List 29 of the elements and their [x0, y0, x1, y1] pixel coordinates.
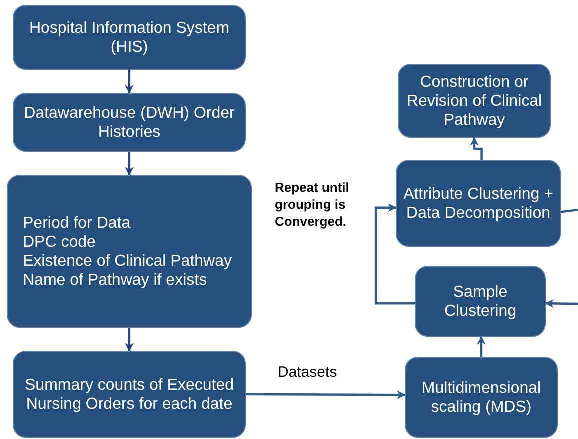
- process-box: [13, 93, 246, 152]
- arrow: [374, 203, 415, 305]
- box-text: Summary counts of Executed Nursing Orders for each date: [24, 376, 235, 414]
- arrow: [125, 152, 134, 176]
- connector-line: [560, 208, 578, 214]
- box-text: Existence of Clinical Pathway: [23, 252, 232, 270]
- process-box: [398, 64, 551, 138]
- box-text: Attribute Clustering + Data Decomposition: [403, 184, 554, 222]
- note-text: Repeat until grouping is Converged.: [275, 179, 350, 230]
- arrow: [545, 299, 578, 308]
- arrow: [125, 328, 134, 352]
- box-text: DPC code: [23, 232, 96, 252]
- process-box: [13, 5, 246, 70]
- arrow: [470, 137, 483, 160]
- box-text: Multidimensional scaling (MDS): [420, 378, 542, 416]
- process-box: [13, 351, 246, 438]
- box-text: Sample Clustering: [443, 282, 518, 320]
- arrow: [125, 70, 134, 94]
- process-box: [396, 160, 561, 247]
- box-text: Datawarehouse (DWH) Order Histories: [23, 104, 236, 142]
- box-text: Name of Pathway if exists: [23, 270, 208, 290]
- process-box: [405, 357, 558, 438]
- arrow: [477, 336, 486, 357]
- arrow: [246, 390, 406, 400]
- box-text: Hospital Information System (HIS): [28, 18, 231, 56]
- box-text: Construction or Revision of Clinical Pathway: [406, 72, 544, 130]
- process-box: [415, 266, 546, 337]
- box-text: Period for Data: [23, 214, 131, 232]
- process-box: [7, 175, 252, 328]
